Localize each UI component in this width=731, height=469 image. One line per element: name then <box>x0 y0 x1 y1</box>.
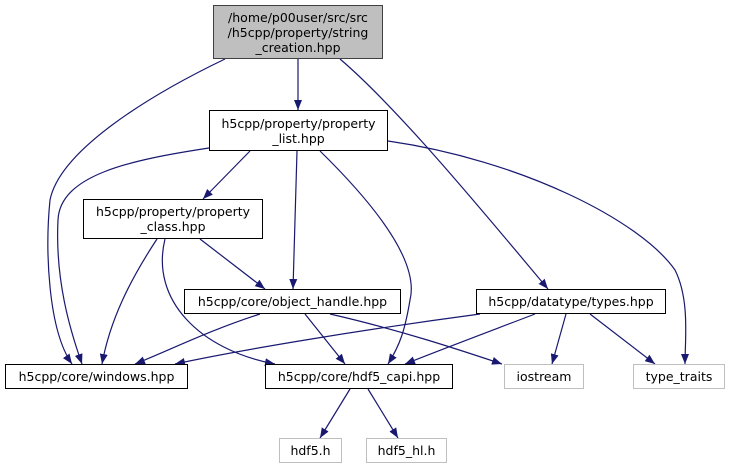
edge-property-list-to-hdf5-capi <box>319 150 412 365</box>
edge-object-handle-to-iostream <box>329 313 503 365</box>
edge-property-list-to-windows <box>57 147 210 365</box>
edge-types-to-hdf5-capi <box>404 313 536 365</box>
node-property-list-hpp[interactable]: h5cpp/property/property_list.hpp <box>209 110 388 151</box>
edge-property-class-to-windows <box>99 238 158 365</box>
edge-property-list-to-type-traits <box>387 140 690 365</box>
node-label: h5cpp/core/windows.hpp <box>18 369 175 384</box>
node-label: h5cpp/core/hdf5_capi.hpp <box>277 369 441 384</box>
edge-object-handle-to-hdf5-capi <box>304 313 346 365</box>
node-label: h5cpp/core/object_handle.hpp <box>197 294 388 309</box>
node-string-creation-hpp[interactable]: /home/p00user/src/src/h5cpp/property/str… <box>213 5 383 59</box>
node-hdf5-h[interactable]: hdf5.h <box>279 438 342 463</box>
node-label-line: _list.hpp <box>272 130 325 146</box>
node-label: hdf5.h <box>290 443 331 458</box>
edge-property-class-to-object-handle <box>199 238 266 290</box>
edge-types-to-windows <box>174 313 481 366</box>
edge-hdf5-capi-to-hdf5-hl-h <box>367 388 399 439</box>
edge-types-to-type-traits <box>589 313 656 365</box>
node-label: type_traits <box>645 369 713 384</box>
node-label-line: h5cpp/property/property <box>95 204 251 219</box>
edge-object-handle-to-windows <box>134 313 261 365</box>
node-label-line: _class.hpp <box>140 219 206 234</box>
node-hdf5-capi-hpp[interactable]: h5cpp/core/hdf5_capi.hpp <box>265 364 453 389</box>
node-property-class-hpp[interactable]: h5cpp/property/property_class.hpp <box>83 199 263 239</box>
node-object-handle-hpp[interactable]: h5cpp/core/object_handle.hpp <box>184 289 401 314</box>
node-windows-hpp[interactable]: h5cpp/core/windows.hpp <box>5 364 188 389</box>
edge-root-to-types <box>339 58 549 290</box>
node-hdf5-hl-h[interactable]: hdf5_hl.h <box>366 438 447 463</box>
edge-property-class-to-hdf5-capi <box>161 238 276 367</box>
edge-root-to-windows <box>47 58 226 365</box>
node-types-hpp[interactable]: h5cpp/datatype/types.hpp <box>476 289 666 314</box>
node-label: h5cpp/datatype/types.hpp <box>488 294 654 309</box>
node-label: hdf5_hl.h <box>377 443 436 458</box>
edge-property-list-to-property-class <box>202 150 251 200</box>
node-label-line: /h5cpp/property/string <box>227 24 369 40</box>
node-label-line: _creation.hpp <box>255 39 341 55</box>
edge-property-list-to-object-handle <box>289 150 298 290</box>
node-iostream[interactable]: iostream <box>504 364 584 389</box>
node-label-line: /home/p00user/src/src <box>228 9 368 25</box>
node-label-line: h5cpp/property/property <box>221 115 376 131</box>
edge-hdf5-capi-to-hdf5-h <box>319 388 351 439</box>
node-label: iostream <box>516 369 572 384</box>
edge-types-to-iostream <box>550 313 567 365</box>
node-type-traits[interactable]: type_traits <box>633 364 725 389</box>
